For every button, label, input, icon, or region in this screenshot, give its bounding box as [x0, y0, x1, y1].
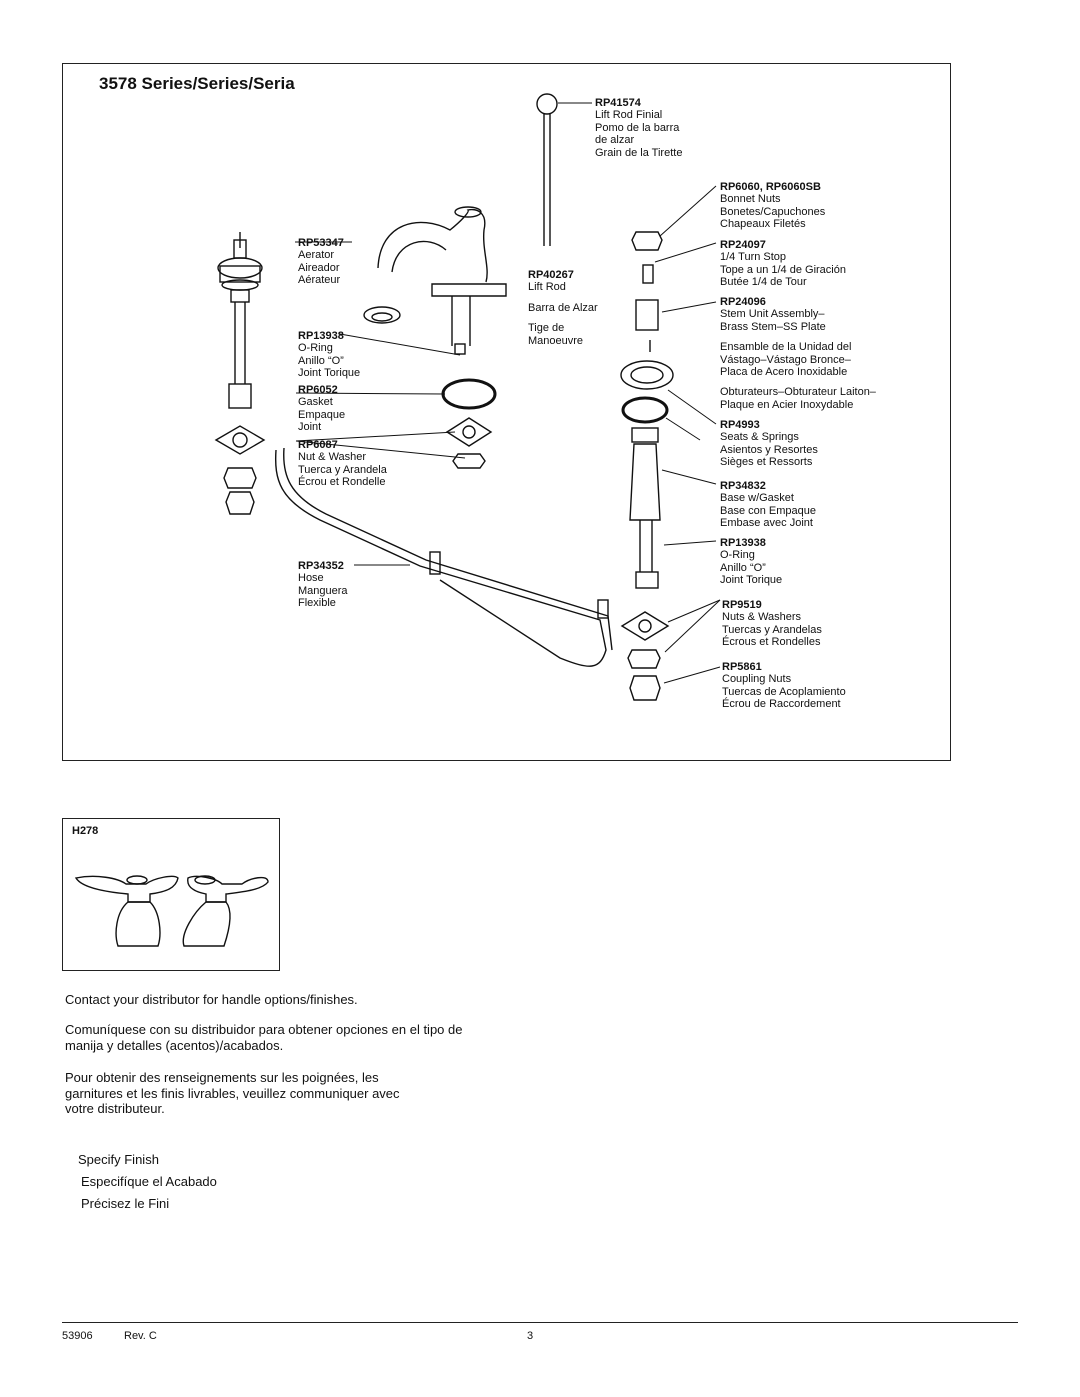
footer-doc-number: 53906	[62, 1330, 93, 1342]
part-label-rp13938-bottom: RP13938 O-Ring Anillo “O” Joint Torique	[720, 537, 783, 587]
part-label-rp53347: RP53347 Aerator Aireador Aérateur	[298, 237, 344, 287]
part-label-rp13938-top: RP13938 O-Ring Anillo “O” Joint Torique	[298, 330, 361, 380]
part-label-rp24096: RP24096 Stem Unit Assembly– Brass Stem–S…	[720, 296, 876, 411]
finish-english: Specify Finish	[78, 1152, 159, 1167]
finish-spanish: Especifíque el Acabado	[81, 1174, 217, 1189]
part-label-rp34832: RP34832 Base w/Gasket Base con Empaque E…	[720, 480, 817, 530]
part-label-rp5861: RP5861 Coupling Nuts Tuercas de Acoplami…	[722, 661, 846, 711]
part-label-rp6060: RP6060, RP6060SB Bonnet Nuts Bonetes/Cap…	[720, 181, 826, 231]
part-label-rp40267: RP40267 Lift Rod Barra de Alzar Tige de …	[528, 269, 598, 347]
part-label-rp41574: RP41574 Lift Rod Finial Pomo de la barra…	[595, 97, 683, 159]
part-label-rp6052: RP6052 Gasket Empaque Joint	[298, 384, 346, 434]
part-label-rp34352: RP34352 Hose Manguera Flexible	[298, 560, 348, 610]
handle-label: H278	[72, 825, 99, 837]
part-label-rp4993: RP4993 Seats & Springs Asientos y Resort…	[720, 419, 818, 469]
paragraph-english: Contact your distributor for handle opti…	[65, 992, 358, 1007]
paragraph-french: Pour obtenir des renseignements sur les …	[65, 1070, 400, 1116]
handle-frame	[62, 818, 280, 971]
diagram-frame	[62, 63, 951, 761]
part-label-rp9519: RP9519 Nuts & Washers Tuercas y Arandela…	[722, 599, 822, 649]
part-label-rp6087: RP6087 Nut & Washer Tuerca y Arandela Éc…	[298, 439, 387, 489]
diagram-title: 3578 Series/Series/Seria	[99, 74, 295, 93]
finish-french: Précisez le Fini	[81, 1196, 170, 1211]
part-label-rp24097: RP24097 1/4 Turn Stop Tope a un 1/4 de G…	[720, 239, 846, 289]
paragraph-spanish: Comuníquese con su distribuidor para obt…	[65, 1022, 463, 1053]
footer-rule	[62, 1322, 1018, 1323]
footer-page-number: 3	[527, 1330, 534, 1342]
footer-revision: Rev. C	[124, 1330, 157, 1342]
